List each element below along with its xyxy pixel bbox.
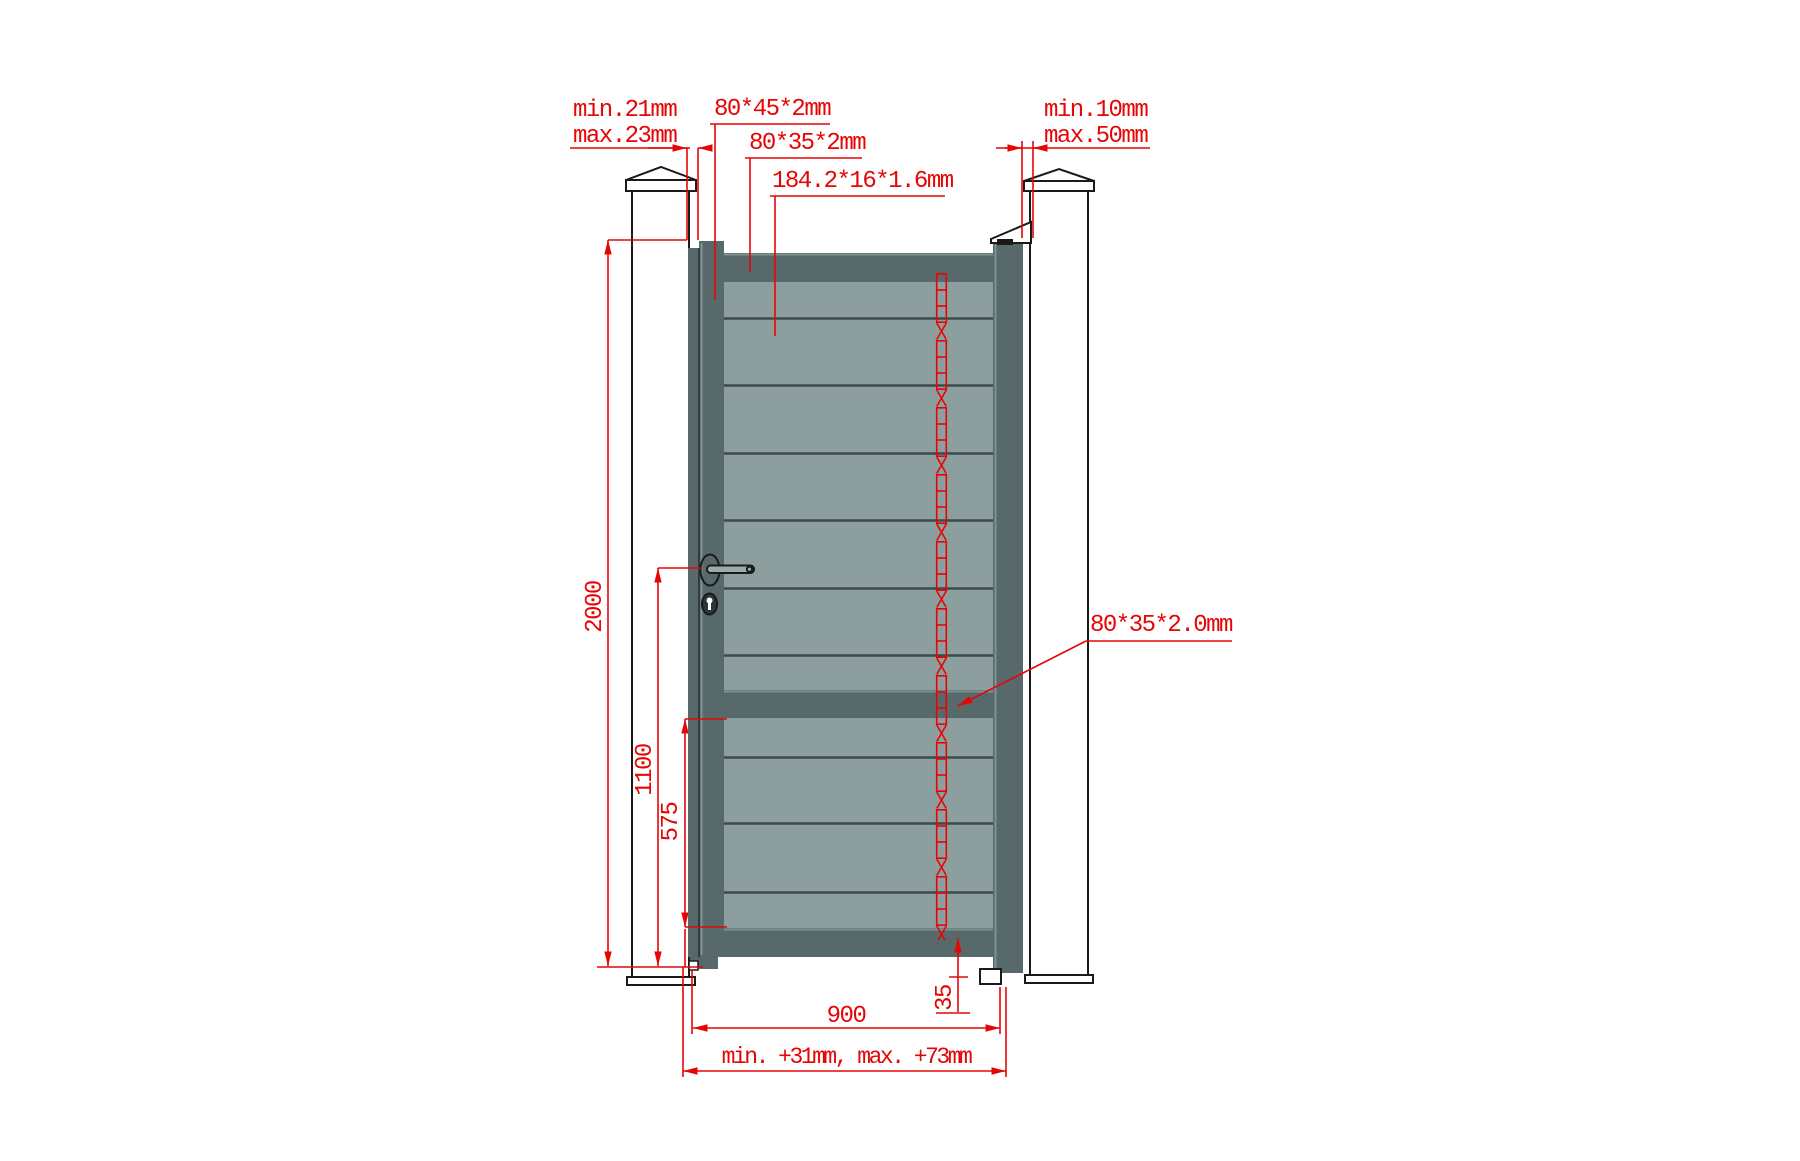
bottom-hinge-block bbox=[688, 960, 699, 971]
fixing-zipper-line bbox=[935, 273, 948, 940]
dim-bottom-offset: 35 bbox=[932, 985, 959, 1011]
gate-leaf bbox=[688, 220, 1032, 985]
lock-stile bbox=[993, 242, 1023, 973]
lock-cylinder-icon bbox=[701, 592, 718, 616]
dimension-lines bbox=[570, 123, 1232, 1077]
label-middle-rail-profile: 80*35*2.0mm bbox=[1090, 612, 1233, 639]
label-gap-left-max: max.23mm bbox=[573, 123, 678, 150]
handle-icon bbox=[699, 553, 755, 587]
label-overall-width-note: min. +31mm, max. +73mm bbox=[721, 1044, 973, 1070]
label-gap-left-min: min.21mm bbox=[573, 97, 678, 124]
slat-seams bbox=[724, 317, 993, 894]
dim-lower-section: 575 bbox=[658, 802, 685, 842]
top-rail bbox=[724, 253, 993, 282]
drop-bolt-box bbox=[979, 968, 1002, 985]
label-slat-profile: 184.2*16*1.6mm bbox=[772, 168, 954, 195]
panel-field bbox=[724, 282, 993, 928]
middle-rail bbox=[724, 690, 993, 718]
dim-gate-height: 2000 bbox=[582, 581, 609, 633]
latch-cap bbox=[990, 220, 1032, 244]
hinge-gap-strip bbox=[688, 248, 699, 957]
right-post bbox=[1023, 167, 1095, 984]
label-top-rail-profile: 80*35*2mm bbox=[749, 130, 867, 157]
dim-handle-height: 1100 bbox=[632, 744, 659, 796]
label-hinge-stile-profile: 80*45*2mm bbox=[714, 96, 832, 123]
label-gap-right-max: max.50mm bbox=[1044, 123, 1149, 150]
label-gap-right-min: min.10mm bbox=[1044, 97, 1149, 124]
latch-plate bbox=[997, 239, 1013, 245]
dim-leaf-width: 900 bbox=[826, 1003, 867, 1030]
bottom-rail bbox=[724, 928, 993, 957]
